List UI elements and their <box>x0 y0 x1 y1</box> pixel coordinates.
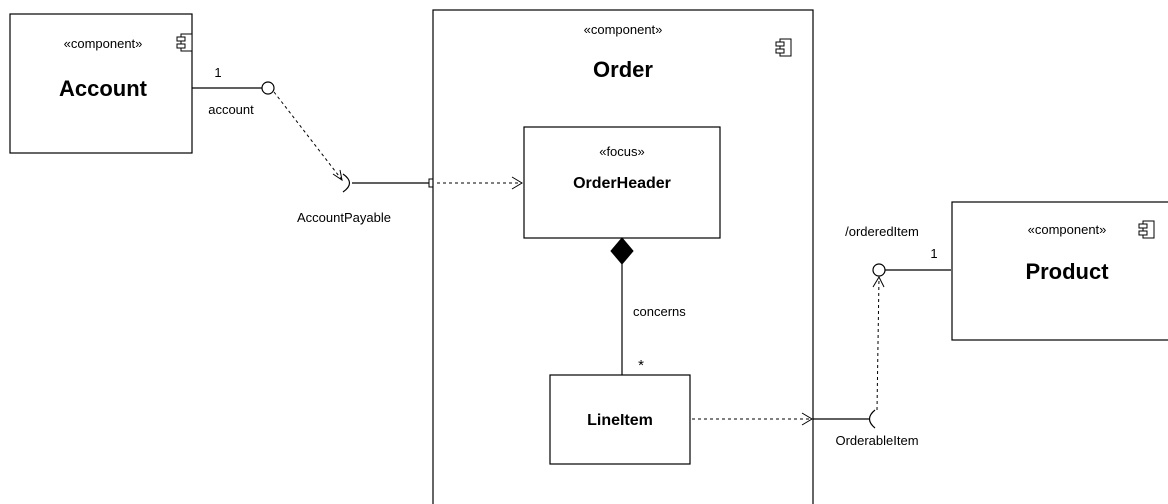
account-dependency <box>273 91 343 182</box>
product-stereotype: «component» <box>1028 222 1107 237</box>
account-payable-socket[interactable] <box>342 173 438 193</box>
product-multiplicity: 1 <box>930 246 937 261</box>
lineitem-multiplicity: * <box>638 357 644 374</box>
account-payable-label: AccountPayable <box>297 210 391 225</box>
orderable-item-socket[interactable] <box>813 409 876 429</box>
composition-association[interactable] <box>610 237 634 375</box>
orderheader-class[interactable]: «focus» OrderHeader <box>523 126 721 239</box>
account-stereotype: «component» <box>64 36 143 51</box>
product-name: Product <box>1025 259 1109 284</box>
orderheader-stereotype: «focus» <box>599 144 645 159</box>
concerns-label: concerns <box>633 304 686 319</box>
lineitem-class[interactable]: LineItem <box>549 374 691 465</box>
orderable-to-ordered-dependency <box>872 275 885 411</box>
order-name: Order <box>593 57 653 82</box>
order-stereotype: «component» <box>584 22 663 37</box>
account-name: Account <box>59 76 148 101</box>
account-provided-interface[interactable] <box>192 81 275 95</box>
account-multiplicity: 1 <box>214 65 221 80</box>
account-component[interactable]: «component» Account <box>9 13 193 154</box>
lineitem-name: LineItem <box>587 412 653 429</box>
lineitem-dependency <box>692 412 813 426</box>
orderable-item-label: OrderableItem <box>835 433 918 448</box>
product-component[interactable]: «component» Product <box>951 201 1168 341</box>
orderheader-name: OrderHeader <box>573 175 671 192</box>
ordered-item-role-label: /orderedItem <box>845 224 919 239</box>
port-to-orderheader-dependency <box>437 176 523 190</box>
product-provided-interface[interactable] <box>872 263 951 277</box>
account-role-label: account <box>208 102 254 117</box>
